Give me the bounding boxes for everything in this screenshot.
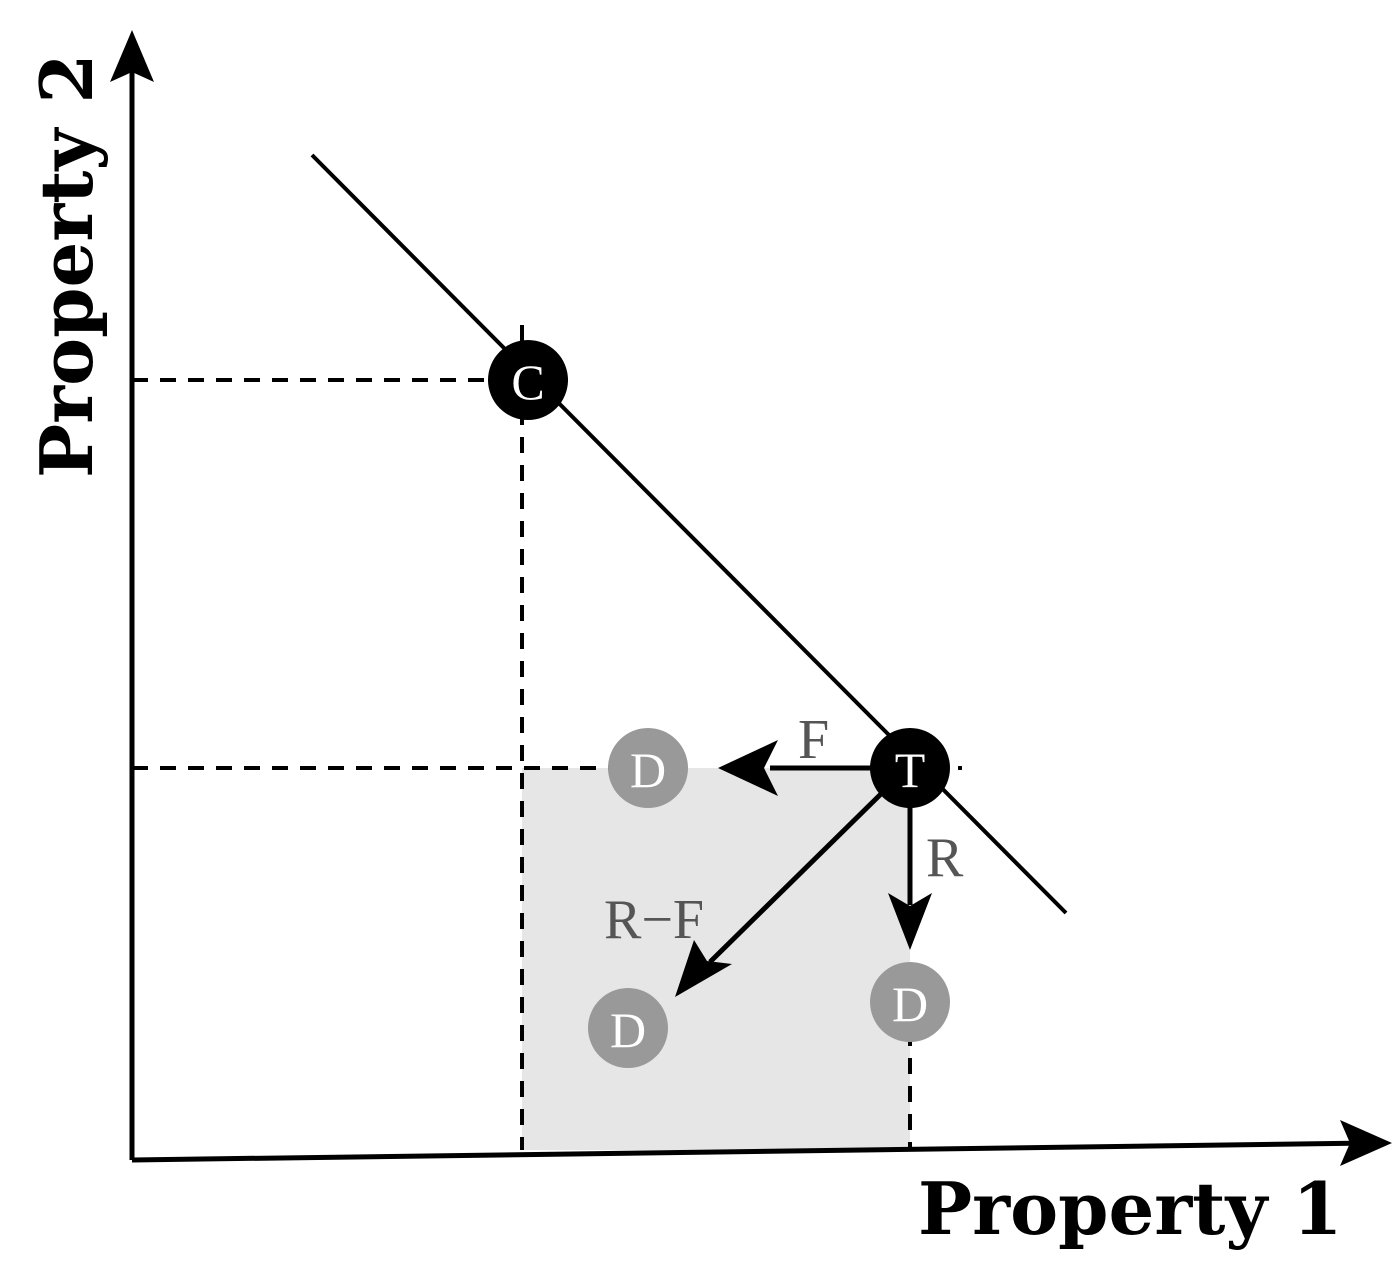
node-c-circle [488, 340, 568, 420]
node-d-bottom-right: D [870, 962, 950, 1042]
arrow-rf-shaft [708, 788, 887, 964]
node-d-bottom-left-label: D [610, 1002, 646, 1058]
arrow-rf-label: R−F [604, 889, 704, 951]
node-c: C [488, 340, 568, 420]
node-d-left-label: D [630, 742, 666, 798]
axes [129, 40, 1371, 1163]
arrow-f-label: F [798, 709, 829, 771]
y-axis-arrowhead [110, 30, 154, 82]
node-d-left: D [608, 728, 688, 808]
arrow-rf-head [675, 940, 732, 997]
node-d-left-circle [608, 728, 688, 808]
node-t-label: T [895, 742, 926, 798]
node-d-bottom-left-circle [588, 988, 668, 1068]
node-t: T [870, 728, 950, 808]
arrow-f-head [718, 740, 778, 796]
node-d-bottom-right-label: D [892, 976, 928, 1032]
node-d-bottom-right-circle [870, 962, 950, 1042]
node-d-bottom-left: D [588, 988, 668, 1068]
node-c-label: C [511, 354, 544, 410]
arrow-r-label: R [926, 827, 964, 889]
x-axis [131, 1140, 1371, 1163]
y-axis-label: Property 2 [24, 54, 109, 478]
arrow-r-head [888, 893, 932, 950]
x-axis-label: Property 1 [918, 1166, 1342, 1251]
arrows [675, 740, 932, 997]
node-t-circle [870, 728, 950, 808]
x-axis-arrowhead [1340, 1120, 1392, 1166]
